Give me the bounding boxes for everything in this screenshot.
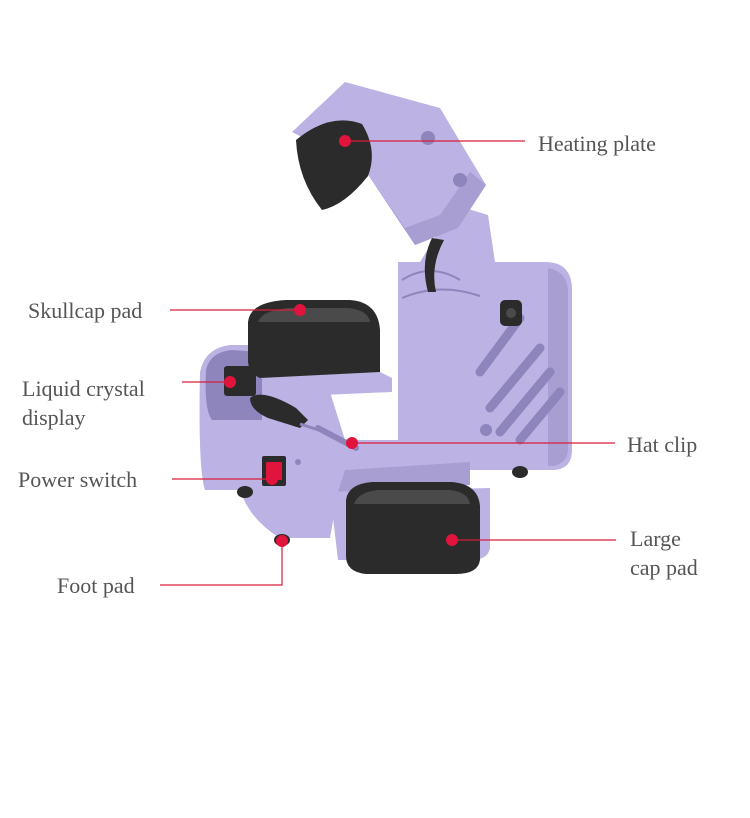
callout-dot-icon [266,473,278,485]
foot-pad-right [512,466,528,478]
label-large-cap-line-2: cap pad [630,555,698,580]
callout-dot-icon [339,135,351,147]
callout-markers [224,135,458,547]
label-foot-pad: Foot pad [57,573,135,598]
callout-lines [160,140,616,586]
foot-pad-left [237,486,253,498]
leader-foot-pad [160,541,283,586]
label-hat-clip: Hat clip [627,432,698,457]
cap-press-machine [199,82,572,574]
callout-dot-icon [224,376,236,388]
label-lcd-line-2: display [22,405,86,430]
callout-dot-icon [276,535,288,547]
label-liquid-crystal-display: Liquid crystal display [22,374,145,432]
heating-plate-surface [296,120,372,210]
callout-dot-icon [446,534,458,546]
label-skullcap-pad: Skullcap pad [28,298,143,323]
label-large-cap-line-1: Large [630,526,681,551]
callout-dot-icon [294,304,306,316]
machine-base [199,345,471,538]
large-cap-pad-shape [346,482,480,574]
label-power-switch: Power switch [18,467,138,492]
label-heating-plate: Heating plate [538,131,656,156]
vent-slots [475,313,565,445]
control-knob [250,394,308,428]
callout-dot-icon [346,437,358,449]
label-lcd-line-1: Liquid crystal [22,376,145,401]
lcd-screen [224,366,256,396]
label-large-cap-pad: Large cap pad [630,524,698,582]
